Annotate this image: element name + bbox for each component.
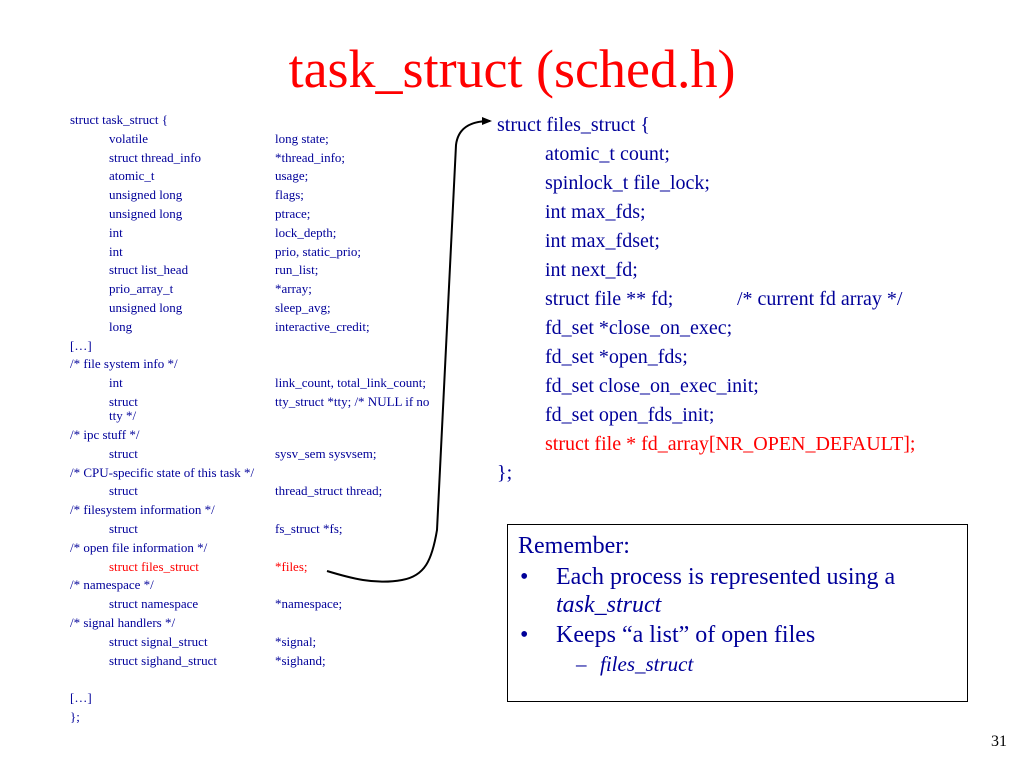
- code-comment: /* namespace */: [70, 577, 154, 593]
- dash-icon: –: [576, 652, 587, 676]
- code-comment: /* filesystem information */: [70, 502, 215, 518]
- code-line: spinlock_t file_lock;: [545, 172, 710, 194]
- bullet-item: • Each process is represented using a ta…: [520, 564, 896, 618]
- files-struct-listing: struct files_struct { atomic_t count; sp…: [497, 111, 1017, 488]
- code-line: struct files_struct {: [497, 114, 650, 136]
- blank-line: [70, 670, 470, 689]
- code-line: struct task_struct {: [70, 112, 168, 127]
- code-line: struct sighand_struct*sighand;: [109, 652, 326, 668]
- code-line: struct thread_info*thread_info;: [109, 149, 346, 165]
- code-line: […]: [70, 690, 92, 706]
- code-line: fd_set *close_on_exec;: [545, 317, 733, 339]
- code-line-files-highlight: struct files_struct*files;: [109, 558, 308, 574]
- code-line: fd_set *open_fds;: [545, 346, 688, 368]
- code-line: struct signal_struct*signal;: [109, 633, 317, 649]
- code-comment: /* ipc stuff */: [70, 426, 140, 442]
- code-line: };: [70, 708, 80, 724]
- code-comment: /* signal handlers */: [70, 614, 176, 630]
- code-comment: /* CPU-specific state of this task */: [70, 464, 255, 480]
- remember-heading: Remember:: [518, 533, 630, 559]
- code-line: fd_set close_on_exec_init;: [545, 375, 759, 397]
- page-number: 31: [991, 733, 1007, 750]
- code-comment: /* file system info */: [70, 356, 178, 372]
- code-line: int next_fd;: [545, 259, 638, 281]
- remember-box: Remember: • Each process is represented …: [507, 524, 968, 702]
- code-line: };: [497, 462, 513, 484]
- bullet-icon: •: [520, 622, 529, 648]
- code-line: struct namespace*namespace;: [109, 596, 343, 612]
- bullet-item: • Keeps “a list” of open files: [520, 622, 816, 648]
- code-line: prio_array_t*array;: [109, 281, 312, 297]
- code-line: fd_set open_fds_init;: [545, 404, 715, 426]
- slide-title: task_struct (sched.h): [288, 39, 736, 99]
- sub-bullet-item: – files_struct: [518, 649, 957, 679]
- code-line: atomic_t count;: [545, 143, 670, 165]
- code-line: int max_fds;: [545, 201, 646, 223]
- bullet-icon: •: [520, 564, 529, 590]
- code-line: […]: [70, 337, 92, 353]
- code-line: int max_fdset;: [545, 230, 660, 252]
- code-line-fd: struct file ** fd;/* current fd array */: [545, 288, 903, 310]
- code-line-fd-array-highlight: struct file * fd_array[NR_OPEN_DEFAULT];: [545, 433, 916, 455]
- code-comment: /* open file information */: [70, 539, 208, 555]
